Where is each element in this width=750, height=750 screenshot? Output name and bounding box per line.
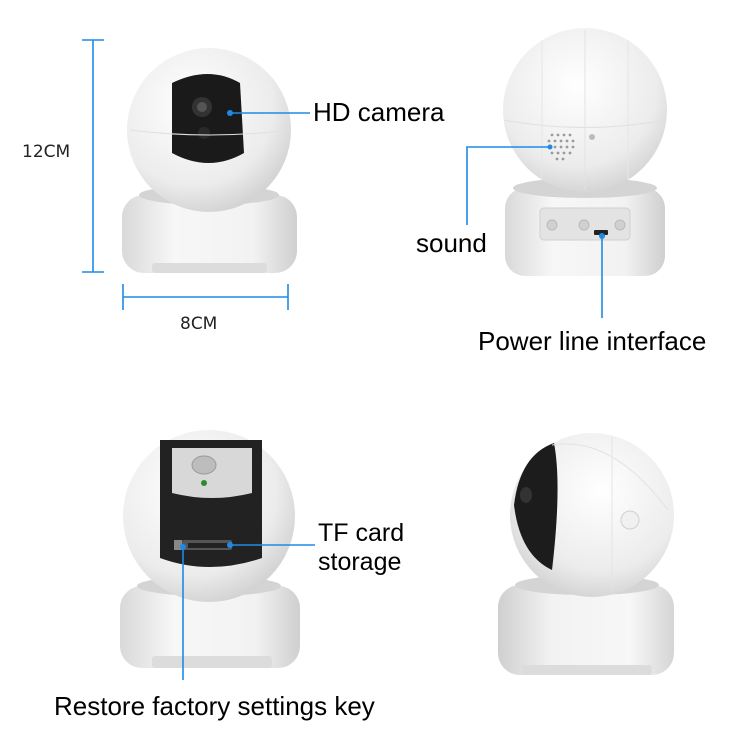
sound-label: sound [416, 228, 487, 258]
height-dimension-label: 12CM [22, 142, 71, 162]
restore-factory-settings-label: Restore factory settings key [54, 691, 375, 721]
tf-card-label-line2: storage [318, 547, 402, 576]
camera-open-front-view [120, 430, 300, 668]
width-dimension-label: 8CM [180, 314, 218, 334]
hd-camera-label: HD camera [313, 97, 445, 127]
hd-camera-callout-line [227, 110, 310, 116]
tf-card-label-line1: TF card [318, 519, 405, 547]
camera-back-view [503, 28, 667, 276]
width-dimension-marker [122, 284, 289, 310]
height-dimension-marker [82, 39, 104, 273]
power-line-interface-label: Power line interface [478, 326, 707, 356]
tf-card-storage-label: TF card storage [318, 519, 404, 577]
sound-callout-line [466, 146, 548, 225]
tf-card-callout-line [227, 542, 315, 548]
camera-side-view [498, 433, 674, 675]
camera-front-view [122, 48, 297, 273]
power-callout-line [599, 233, 605, 318]
restore-key-callout-line [180, 544, 186, 680]
